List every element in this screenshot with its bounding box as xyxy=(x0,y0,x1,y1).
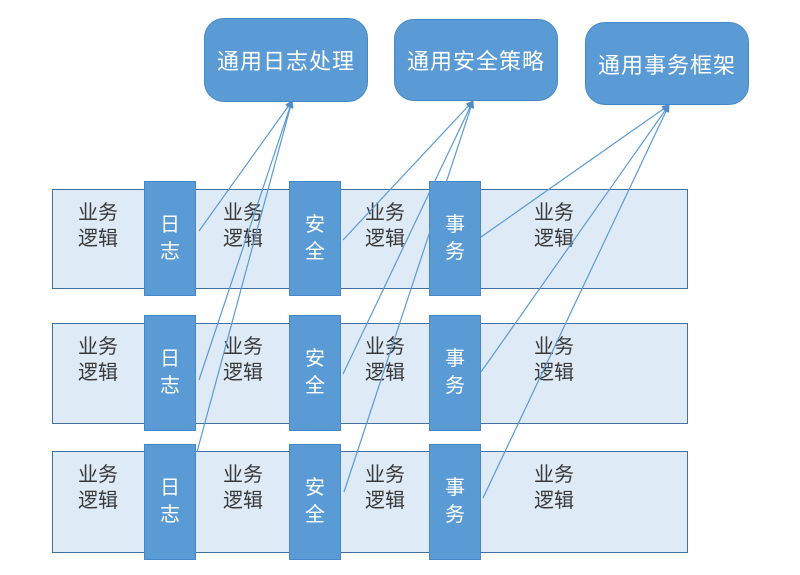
business-label-line2: 逻辑 xyxy=(78,228,118,250)
aspect-security-char1: 安 xyxy=(305,213,325,236)
aspect-block-security-r2: 安 全 xyxy=(289,315,341,431)
business-label-line1: 业务 xyxy=(223,202,263,224)
box-common-transaction-label: 通用事务框架 xyxy=(597,52,736,78)
aspect-block-transaction-r1: 事 务 xyxy=(429,181,481,296)
aspect-log-char2: 志 xyxy=(160,504,180,526)
aspect-log-char2: 志 xyxy=(160,240,180,263)
business-logic-r3-s2: 业务 逻辑 xyxy=(198,462,288,514)
business-label-line1: 业务 xyxy=(365,464,405,486)
aspect-transaction-char2: 务 xyxy=(445,375,465,397)
aspect-security-char2: 全 xyxy=(305,504,325,526)
business-label-line2: 逻辑 xyxy=(534,362,574,384)
aspect-security-char2: 全 xyxy=(305,240,325,263)
business-label-line1: 业务 xyxy=(78,336,118,358)
aspect-security-char2: 全 xyxy=(305,375,325,397)
business-label-line1: 业务 xyxy=(534,202,574,224)
aspect-transaction-char1: 事 xyxy=(445,213,465,236)
aspect-block-log-r1: 日 志 xyxy=(144,181,196,296)
business-logic-r1-s3: 业务 逻辑 xyxy=(340,200,430,252)
aspect-transaction-char1: 事 xyxy=(445,477,465,499)
business-logic-r1-s2: 业务 逻辑 xyxy=(198,200,288,252)
business-logic-r1-s1: 业务 逻辑 xyxy=(53,200,143,252)
connector-transaction-row3 xyxy=(482,104,670,499)
business-label-line1: 业务 xyxy=(365,202,405,224)
box-common-security-label: 通用安全策略 xyxy=(406,49,545,74)
business-logic-r2-s1: 业务 逻辑 xyxy=(53,334,143,386)
business-label-line2: 逻辑 xyxy=(223,490,263,512)
business-logic-r3-s4: 业务 逻辑 xyxy=(509,462,599,514)
aspect-block-security-r1: 安 全 xyxy=(289,181,341,296)
business-label-line2: 逻辑 xyxy=(365,362,405,384)
aspect-log-char2: 志 xyxy=(160,375,180,397)
business-label-line1: 业务 xyxy=(78,202,118,224)
business-logic-r3-s1: 业务 逻辑 xyxy=(53,462,143,514)
aspect-block-transaction-r3: 事 务 xyxy=(429,444,481,560)
aspect-log-char1: 日 xyxy=(160,477,180,499)
connector-security-row3 xyxy=(343,100,475,493)
business-label-line2: 逻辑 xyxy=(365,490,405,512)
aspect-block-security-r3: 安 全 xyxy=(289,444,341,560)
aspect-block-transaction-r2: 事 务 xyxy=(429,315,481,431)
business-label-line2: 逻辑 xyxy=(78,490,118,512)
business-label-line2: 逻辑 xyxy=(365,228,405,250)
aspect-transaction-char1: 事 xyxy=(445,348,465,370)
business-label-line1: 业务 xyxy=(223,336,263,358)
aspect-security-char1: 安 xyxy=(305,477,325,499)
business-logic-r2-s4: 业务 逻辑 xyxy=(509,334,599,386)
business-label-line1: 业务 xyxy=(534,464,574,486)
business-logic-r1-s4: 业务 逻辑 xyxy=(509,200,599,252)
box-common-log-label: 通用日志处理 xyxy=(216,49,355,74)
business-label-line1: 业务 xyxy=(365,336,405,358)
business-label-line2: 逻辑 xyxy=(223,362,263,384)
box-common-transaction-framework: 通用事务框架 xyxy=(585,22,749,105)
aspect-block-log-r3: 日 志 xyxy=(144,444,196,560)
box-common-security-policy: 通用安全策略 xyxy=(394,19,558,101)
business-logic-r2-s3: 业务 逻辑 xyxy=(340,334,430,386)
business-label-line1: 业务 xyxy=(223,464,263,486)
aspect-block-log-r2: 日 志 xyxy=(144,315,196,431)
business-label-line2: 逻辑 xyxy=(534,490,574,512)
aspect-transaction-char2: 务 xyxy=(445,504,465,526)
aspect-log-char1: 日 xyxy=(160,348,180,370)
business-label-line2: 逻辑 xyxy=(223,228,263,250)
box-common-log-processing: 通用日志处理 xyxy=(204,18,368,102)
aspect-transaction-char2: 务 xyxy=(445,240,465,263)
aspect-security-char1: 安 xyxy=(305,348,325,370)
business-label-line1: 业务 xyxy=(534,336,574,358)
business-label-line2: 逻辑 xyxy=(534,228,574,250)
business-label-line2: 逻辑 xyxy=(78,362,118,384)
business-label-line1: 业务 xyxy=(78,464,118,486)
business-logic-r2-s2: 业务 逻辑 xyxy=(198,334,288,386)
aspect-log-char1: 日 xyxy=(160,213,180,236)
business-logic-r3-s3: 业务 逻辑 xyxy=(340,462,430,514)
